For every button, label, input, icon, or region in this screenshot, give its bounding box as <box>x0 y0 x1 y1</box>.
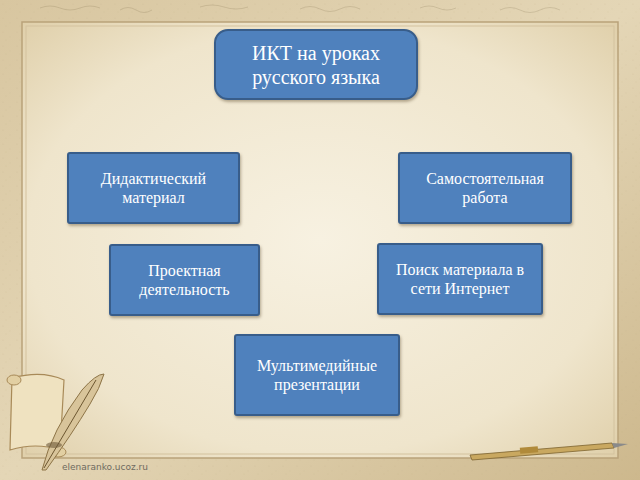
watermark: elenaranko.ucoz.ru <box>62 462 148 472</box>
process-box: Поиск материала в сети Интернет <box>377 243 543 315</box>
process-box: Проектная деятельность <box>109 244 260 316</box>
inner-panel <box>22 22 618 458</box>
process-box: Дидактический материал <box>67 152 240 224</box>
box-text: Поиск материала в сети Интернет <box>385 260 535 298</box>
scroll-and-quill <box>7 374 104 470</box>
box-text: Самостоятельная работа <box>406 169 564 207</box>
box-text: Проектная деятельность <box>117 261 252 299</box>
inner-panel-line <box>26 26 614 454</box>
pen <box>470 443 628 460</box>
box-text: Дидактический материал <box>75 169 232 207</box>
process-box: Мультимедийные презентации <box>234 334 400 416</box>
faint-handwriting <box>40 5 560 13</box>
process-box: Самостоятельная работа <box>398 152 572 224</box>
box-text: Мультимедийные презентации <box>242 356 392 394</box>
box-text: ИКТ на уроках русского языка <box>222 41 410 89</box>
title-box: ИКТ на уроках русского языка <box>214 29 418 100</box>
